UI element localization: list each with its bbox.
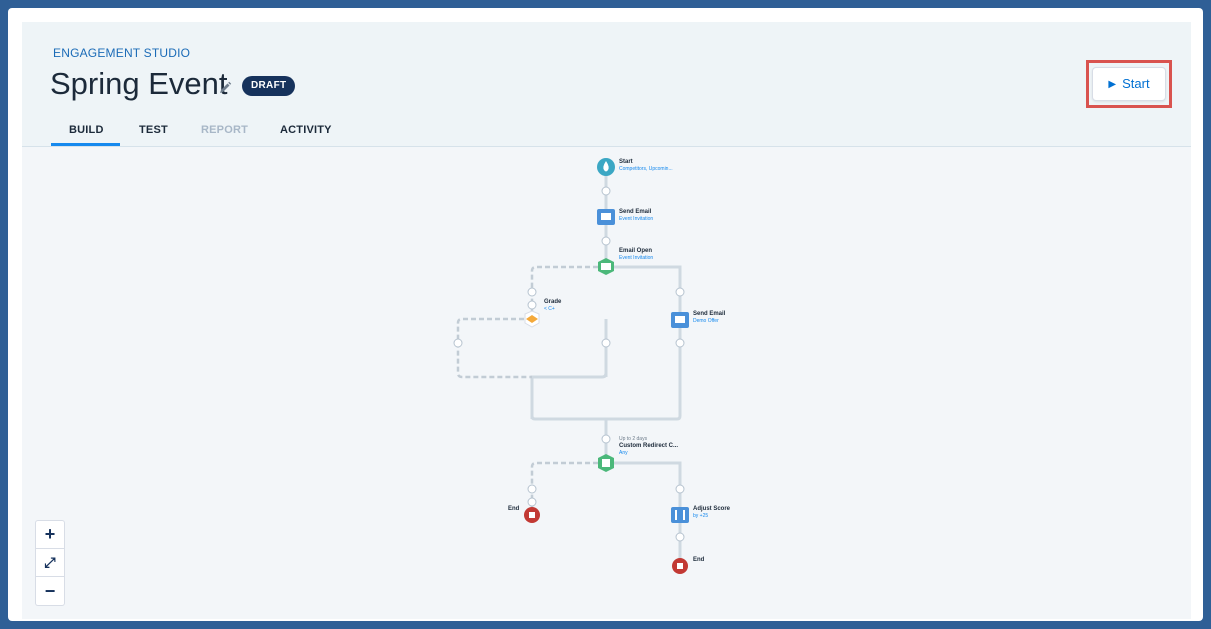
start-button-highlight	[1086, 60, 1172, 108]
zoom-in-button[interactable]: +	[36, 521, 64, 549]
connector-yes-branch	[530, 265, 682, 421]
program-header: ENGAGEMENT STUDIO Spring Event DRAFT BUI…	[22, 22, 1191, 147]
send-email-2-subtitle: Demo Offer	[693, 318, 719, 324]
start-button-label: Start	[1122, 76, 1150, 91]
play-icon: ▶	[1108, 79, 1117, 90]
email-open-trigger-node[interactable]	[598, 258, 614, 275]
tab-report: REPORT	[201, 124, 249, 136]
start-button[interactable]: ▶ Start	[1092, 67, 1166, 101]
connector-grade-no	[456, 317, 532, 379]
end-node-right[interactable]	[672, 558, 688, 574]
stop-icon-2	[677, 563, 683, 569]
send-email-1-subtitle: Event Invitation	[619, 216, 653, 222]
grade-rule-node[interactable]	[524, 310, 540, 328]
edit-pencil-icon[interactable]	[218, 81, 232, 95]
tab-activity[interactable]: ACTIVITY	[280, 124, 332, 136]
active-tab-indicator	[51, 143, 120, 146]
graduation-cap-icon	[526, 315, 538, 323]
email-open-title: Email Open	[619, 248, 652, 254]
redirect-edit-icon	[602, 459, 610, 467]
app-brand: ENGAGEMENT STUDIO	[53, 46, 191, 60]
connector-no-branch	[530, 265, 606, 317]
email-open-icon	[601, 263, 611, 270]
redirect-title: Custom Redirect C...	[619, 443, 678, 449]
connector-redirect-no	[530, 461, 606, 512]
start-node[interactable]	[597, 158, 615, 176]
start-drop-icon	[603, 161, 609, 172]
redirect-note: Up to 2 days	[619, 436, 648, 442]
send-email-1-title: Send Email	[619, 209, 652, 215]
flow-canvas[interactable]: Start Competitors, Upcomin... Send Email…	[22, 147, 1191, 619]
end-node-left[interactable]	[524, 507, 540, 523]
flow-diagram: Start Competitors, Upcomin... Send Email…	[453, 158, 731, 574]
zoom-out-button[interactable]: −	[44, 580, 56, 601]
start-node-subtitle: Competitors, Upcomin...	[619, 166, 673, 172]
email-icon-2	[675, 316, 685, 323]
end-left-title: End	[508, 506, 520, 512]
grade-title: Grade	[544, 299, 562, 305]
email-icon	[601, 213, 611, 220]
custom-redirect-trigger-node[interactable]	[598, 454, 614, 472]
send-email-node-1[interactable]	[597, 209, 615, 225]
grade-subtitle: < C+	[544, 306, 555, 312]
email-open-subtitle: Event Invitation	[619, 255, 653, 261]
adjust-score-subtitle: by +25	[693, 513, 708, 519]
adjust-score-node[interactable]	[671, 507, 689, 523]
adjust-score-title: Adjust Score	[693, 506, 731, 512]
send-email-2-title: Send Email	[693, 311, 726, 317]
send-email-node-2[interactable]	[671, 312, 689, 328]
tab-build[interactable]: BUILD	[69, 124, 104, 136]
redirect-subtitle: Any	[619, 450, 628, 456]
connector-to-redirect	[604, 419, 682, 517]
engagement-studio-app: ENGAGEMENT STUDIO Spring Event DRAFT BUI…	[22, 22, 1191, 619]
fit-to-screen-button[interactable]: ⤢	[36, 549, 64, 577]
zoom-controls: + ⤢ −	[36, 521, 64, 605]
end-right-title: End	[693, 557, 705, 563]
connector-to-adjust	[606, 461, 682, 570]
tab-test[interactable]: TEST	[139, 124, 168, 136]
start-node-title: Start	[619, 159, 633, 165]
program-title: Spring Event	[50, 66, 228, 101]
score-arrows-icon	[675, 510, 685, 520]
status-badge: DRAFT	[242, 76, 296, 96]
stop-icon	[529, 512, 535, 518]
